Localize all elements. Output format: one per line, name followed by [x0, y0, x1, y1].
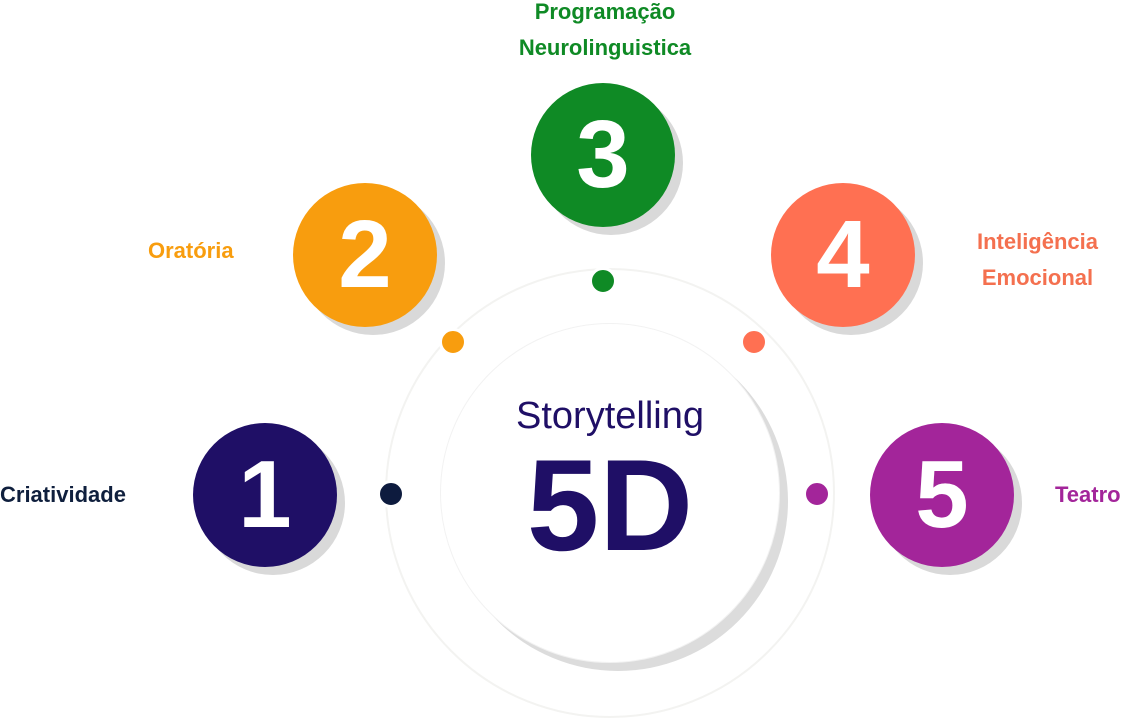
- step-1-label: Criatividade: [0, 482, 126, 507]
- center-circle: [440, 323, 780, 663]
- step-3-circle: 3: [531, 83, 675, 227]
- step-1-dot: [377, 480, 405, 508]
- step-4-number: 4: [816, 201, 870, 308]
- step-2-dot: [439, 328, 467, 356]
- step-2-circle: 2: [293, 183, 437, 327]
- step-3-number: 3: [576, 101, 630, 208]
- step-1-circle: 1: [193, 423, 337, 567]
- center-subtitle: Storytelling: [516, 395, 704, 437]
- step-4-dot: [740, 328, 768, 356]
- center-title: 5D: [526, 432, 694, 578]
- step-5-number: 5: [915, 441, 969, 548]
- step-2-number: 2: [338, 201, 392, 308]
- step-1-number: 1: [238, 441, 292, 548]
- step-2-label: Oratória: [148, 238, 234, 263]
- step-5-label: Teatro: [1055, 482, 1121, 507]
- step-3-dot: [589, 267, 617, 295]
- step-5-circle: 5: [870, 423, 1014, 567]
- step-4-circle: 4: [771, 183, 915, 327]
- step-3-label: Programação Neurolinguistica: [518, 0, 692, 60]
- step-4-label: Inteligência Emocional: [976, 229, 1099, 290]
- step-5-dot: [803, 480, 831, 508]
